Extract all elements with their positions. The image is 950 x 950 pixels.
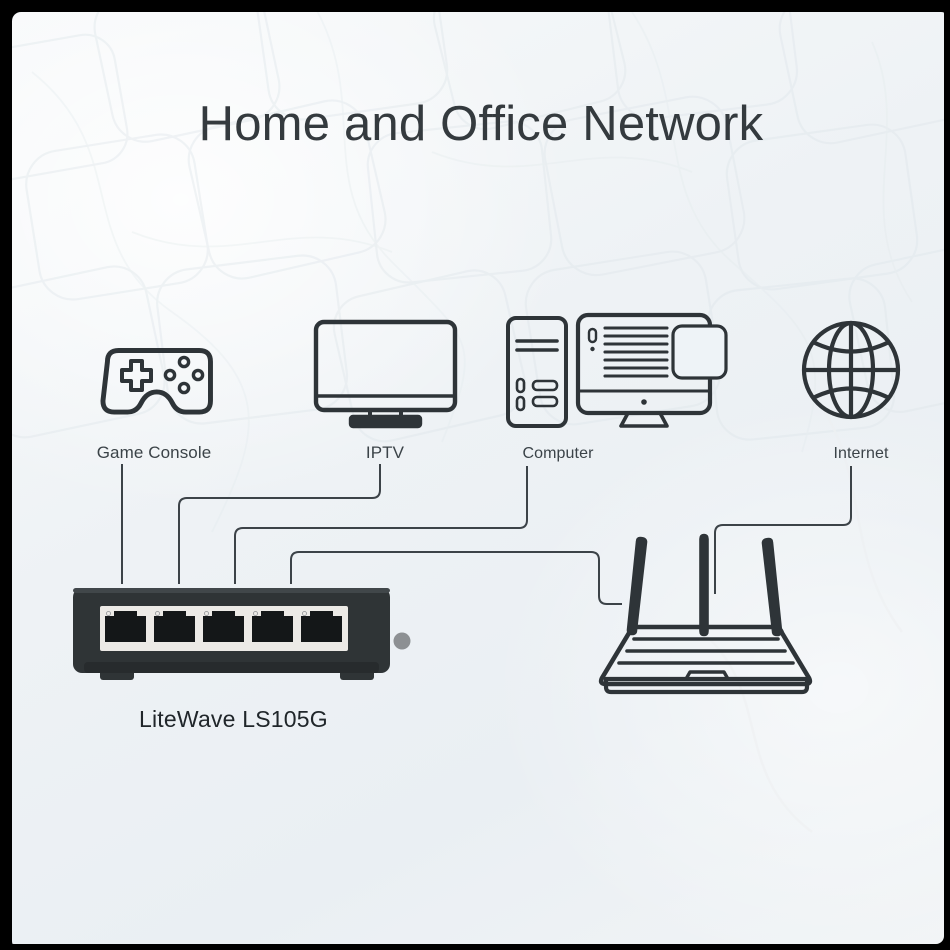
switch-port-4 [252, 611, 293, 642]
tower-body [506, 316, 568, 428]
label-computer: Computer [522, 445, 594, 462]
page-title: Home and Office Network [198, 97, 764, 151]
screen-text-lines [603, 326, 669, 378]
switch-port-4-led [253, 611, 258, 616]
label-internet: Internet [833, 445, 889, 462]
switch-ports [105, 611, 342, 642]
television-icon [313, 319, 458, 429]
connection-computer [234, 466, 528, 584]
dpad-icon [120, 359, 153, 392]
computer-monitor [575, 312, 728, 428]
switch-port-1-led [106, 611, 111, 616]
connection-internet [714, 466, 852, 594]
switch-port-3 [203, 611, 244, 642]
screen-pill-icon [587, 327, 598, 344]
switch-port-3-led [204, 611, 209, 616]
label-game-console: Game Console [96, 443, 212, 462]
gamepad-button-up [177, 355, 191, 369]
connection-router-switch [290, 551, 622, 605]
gamepad-button-down [177, 381, 191, 395]
switch-port-2-led [155, 611, 160, 616]
globe-latitude-south [812, 386, 890, 400]
tv-stand-base [348, 414, 423, 429]
router-base [603, 676, 810, 695]
tv-screen [313, 319, 458, 413]
network-diagram [73, 312, 901, 695]
ethernet-switch [73, 588, 411, 680]
globe-meridian-ellipse-1 [826, 320, 876, 420]
switch-port-1 [105, 611, 146, 642]
switch-top-highlight [73, 588, 390, 593]
gamepad-icon [100, 348, 213, 415]
tower-button-1 [531, 379, 559, 392]
connection-iptv [178, 464, 381, 584]
computer-tower [506, 316, 568, 428]
switch-product-label: LiteWave LS105G [139, 706, 328, 732]
switch-port-2 [154, 611, 195, 642]
switch-port-5-led [302, 611, 307, 616]
monitor-stand [619, 411, 669, 428]
router-antenna-center [699, 533, 709, 637]
globe-icon [801, 320, 901, 420]
tower-indicator-2 [515, 395, 526, 412]
desktop-computer-icon [506, 312, 728, 428]
switch-bottom-lip [84, 662, 379, 673]
label-iptv: IPTV [365, 443, 405, 462]
router-vent-lines [617, 637, 795, 665]
switch-status-led [393, 632, 411, 650]
router-antenna-right [761, 537, 783, 637]
diagram-canvas: Home and Office Network [12, 12, 944, 944]
monitor-power-dot [641, 399, 647, 405]
screen-panel [671, 324, 728, 380]
gamepad-body-detail [120, 355, 205, 395]
router-base-notch [684, 670, 730, 681]
wireless-router [598, 533, 813, 695]
switch-port-5 [301, 611, 342, 642]
gamepad-button-right [191, 368, 205, 382]
router-antenna-left [626, 536, 648, 636]
tower-button-2 [531, 395, 559, 408]
screen-dot-icon [590, 346, 595, 352]
gamepad-button-left [163, 368, 177, 382]
connection-lines [121, 464, 852, 605]
tower-indicator-1 [515, 377, 526, 394]
globe-latitude-north [812, 340, 890, 354]
